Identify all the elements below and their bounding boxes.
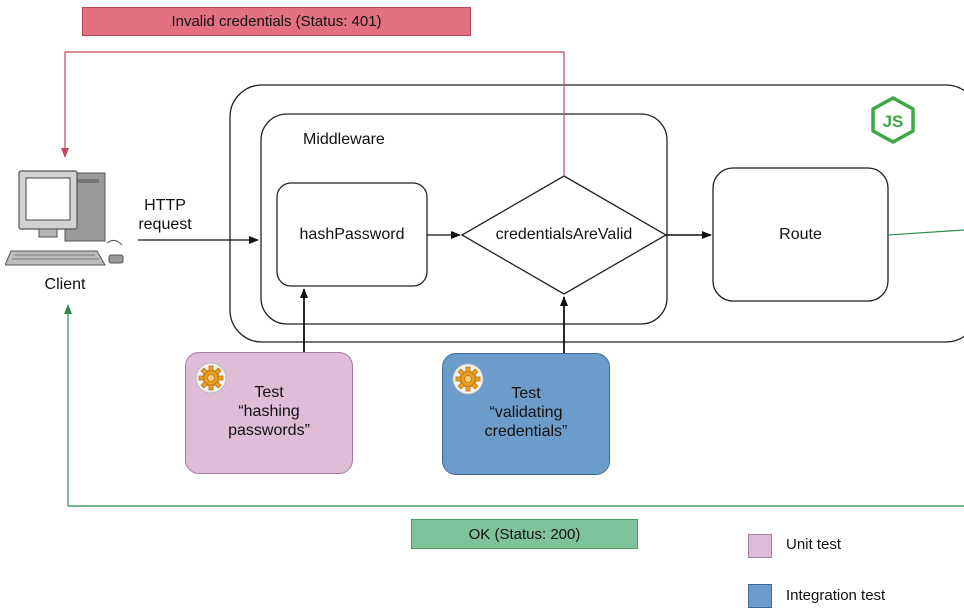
legend-unit-label: Unit test <box>786 536 842 553</box>
http-request-label: HTTP request <box>130 196 200 234</box>
unit-test-box: Test “hashing passwords” <box>185 352 353 474</box>
integration-test-line2: “validating <box>489 404 563 421</box>
invalid-credentials-status: Invalid credentials (Status: 401) <box>82 7 471 36</box>
ok-status-text: OK (Status: 200) <box>468 525 581 543</box>
gear-icon <box>452 363 484 395</box>
integration-test-line3: credentials” <box>484 423 568 440</box>
computer-icon <box>5 170 124 266</box>
hash-password-label: hashPassword <box>299 225 405 243</box>
legend-unit-swatch <box>748 534 772 558</box>
middleware-container <box>260 113 668 325</box>
credentials-valid-label: credentialsAreValid <box>495 226 633 243</box>
ok-response-return-path <box>64 304 964 507</box>
route-label: Route <box>779 225 822 243</box>
gear-icon <box>195 362 227 394</box>
server-container <box>229 84 964 343</box>
credentials-valid-node <box>460 175 668 295</box>
unit-test-line2: “hashing <box>238 403 300 420</box>
http-request-line2: request <box>138 216 192 233</box>
unit-test-line3: passwords” <box>228 422 310 439</box>
ok-status: OK (Status: 200) <box>411 519 638 549</box>
legend-integration-label: Integration test <box>786 587 886 604</box>
integration-test-line1: Test <box>511 385 541 402</box>
client-label: Client <box>44 276 86 293</box>
unit-test-line1: Test <box>254 384 284 401</box>
integration-test-text: Test “validating credentials” <box>443 384 609 441</box>
middleware-label: Middleware <box>303 131 385 148</box>
ok-response-path <box>887 229 964 236</box>
invalid-credentials-path <box>61 51 565 176</box>
nodejs-logo-icon: JS <box>871 96 915 144</box>
invalid-credentials-text: Invalid credentials (Status: 401) <box>171 13 382 30</box>
logo-text: JS <box>883 112 904 131</box>
http-request-line1: HTTP <box>144 197 186 214</box>
integration-test-box: Test “validating credentials” <box>442 353 610 475</box>
unit-test-text: Test “hashing passwords” <box>186 383 352 440</box>
legend-integration-swatch <box>748 584 772 608</box>
